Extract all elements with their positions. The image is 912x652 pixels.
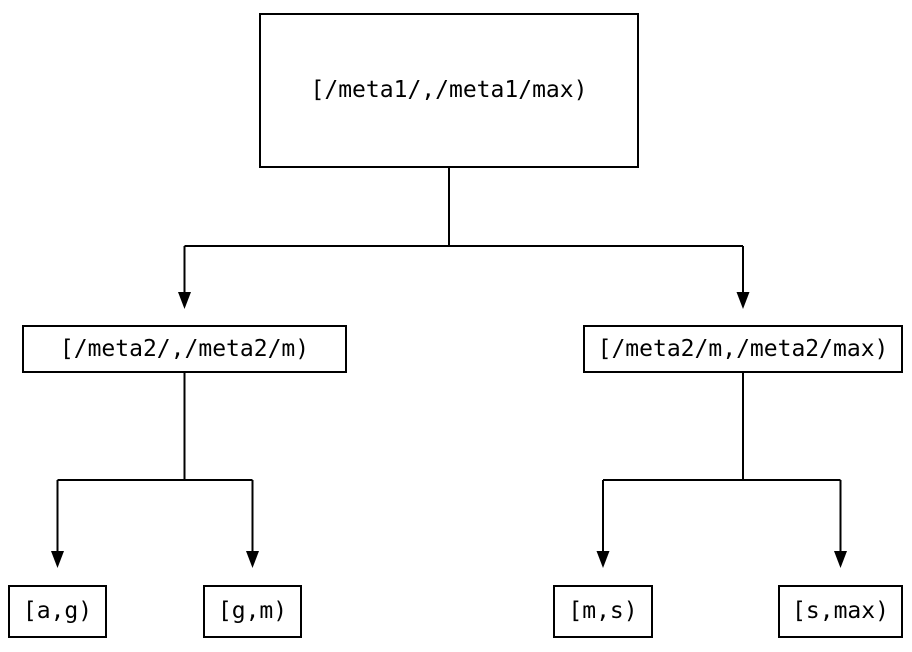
node-leaf-s-max: [s,max) [778,585,903,638]
node-right-child-interval: [/meta2/m,/meta2/max) [583,325,903,373]
arrowhead-leaf-smax-icon [834,551,847,568]
arrowhead-right-child-icon [736,292,750,309]
arrowhead-leaf-ms-icon [596,551,610,568]
edge-lines [56,168,842,552]
node-leaf-g-m: [g,m) [203,585,302,638]
arrowhead-leaf-ag-icon [51,551,64,568]
node-root-interval: [/meta1/,/meta1/max) [259,13,639,168]
edge-arrowheads [51,292,847,568]
node-left-child-interval: [/meta2/,/meta2/m) [22,325,347,373]
arrowhead-leaf-gm-icon [246,551,259,568]
node-leaf-a-g: [a,g) [8,585,107,638]
node-leaf-m-s: [m,s) [553,585,653,638]
arrowhead-left-child-icon [178,292,191,309]
